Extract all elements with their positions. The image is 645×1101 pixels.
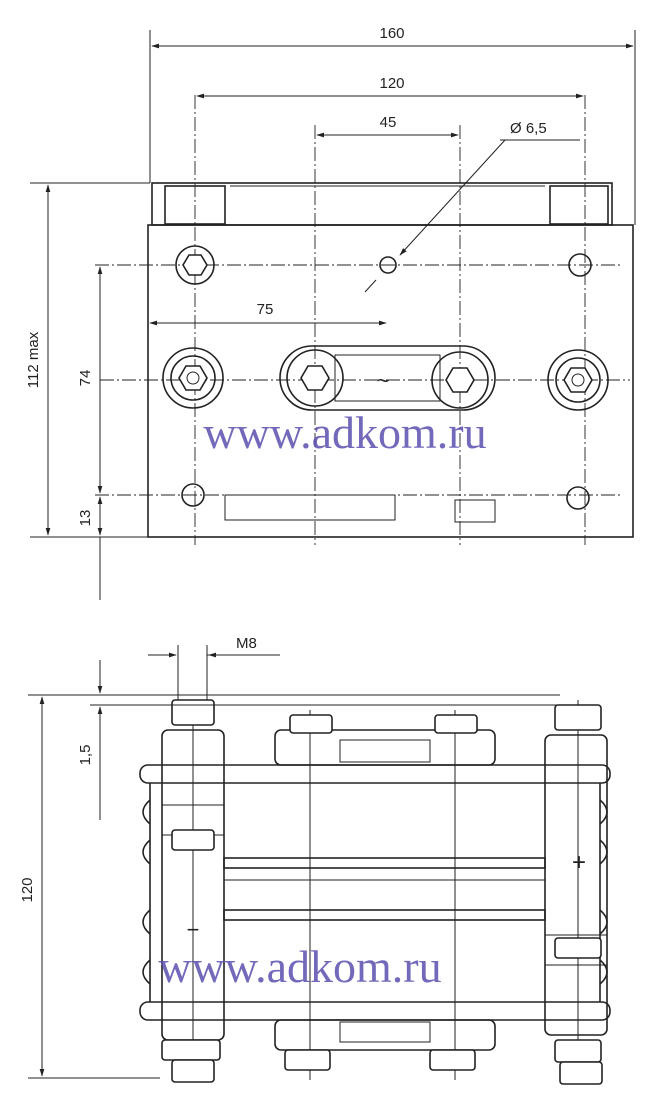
mount-hole-icon <box>566 486 590 510</box>
ac-symbol: ~ <box>377 368 390 393</box>
dim-hole-diameter: Ø 6,5 <box>510 120 547 137</box>
watermark-top: www.adkom.ru <box>203 407 486 458</box>
nut-icon <box>554 704 602 731</box>
nut-icon <box>171 1059 215 1083</box>
dim-center-span: 45 <box>380 114 397 131</box>
main-body-top <box>147 224 634 538</box>
right-stack <box>544 734 608 1036</box>
ac-bus-bar: ~ <box>279 345 496 411</box>
dim-height-side: 120 <box>19 877 36 902</box>
mount-hole-icon <box>181 483 205 507</box>
terminal-right-icon <box>547 349 609 411</box>
nut-icon <box>171 699 215 726</box>
terminal-left-icon <box>162 347 224 409</box>
dim-thread: M8 <box>236 635 257 652</box>
mount-hole-icon <box>568 253 592 277</box>
dim-height-max: 112 max <box>25 331 42 388</box>
center-hole-icon <box>379 256 397 274</box>
nut-icon <box>559 1061 603 1085</box>
top-view: ~ 160 120 45 Ø 6,5 75 112 max 74 13 www.… <box>25 25 636 600</box>
nut-icon <box>554 1039 602 1063</box>
dim-height-13: 13 <box>77 510 94 527</box>
nut-icon <box>171 829 215 851</box>
plus-symbol: + <box>572 849 586 876</box>
dim-width-overall: 160 <box>379 25 404 42</box>
watermark-bottom: www.adkom.ru <box>158 941 441 992</box>
dim-mount-span: 120 <box>379 75 404 92</box>
nut-icon <box>289 714 333 734</box>
dim-gap: 1,5 <box>77 745 94 766</box>
side-view: + − M8 1,5 120 www.adkom.ru <box>19 635 611 1085</box>
mount-hole-bolt-icon <box>175 245 215 285</box>
dim-height-74: 74 <box>77 370 94 387</box>
nut-icon <box>161 1039 221 1061</box>
minus-symbol: − <box>187 917 200 942</box>
nut-icon <box>429 1049 476 1071</box>
nut-icon <box>434 714 478 734</box>
nut-icon <box>554 937 602 959</box>
nut-icon <box>284 1049 331 1071</box>
dim-offset-75: 75 <box>257 301 274 318</box>
